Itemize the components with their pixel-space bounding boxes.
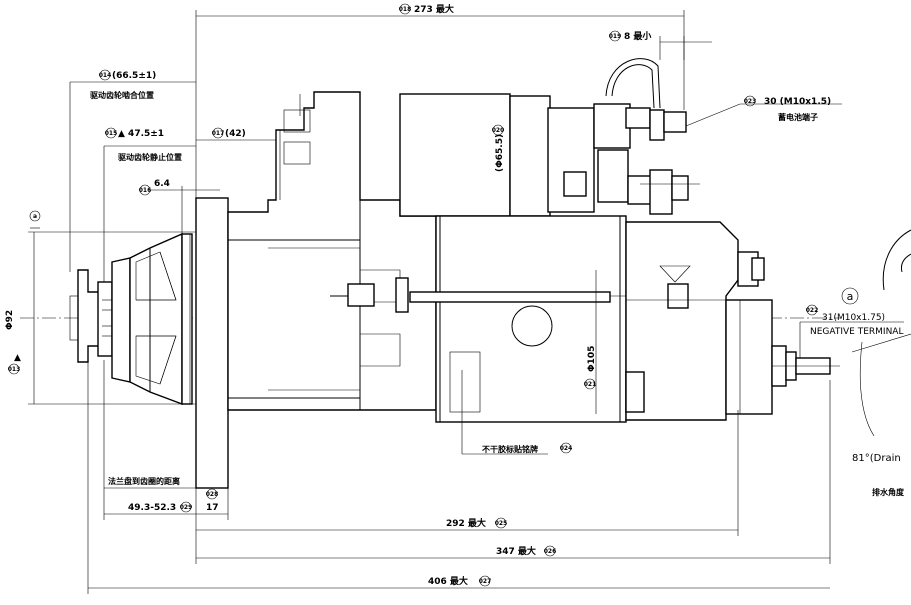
mounting-flange [181, 197, 229, 489]
end-view-fragment [851, 229, 911, 437]
dim-406: 406 最大 [428, 575, 468, 587]
dim-47-5: ▲ 47.5±1 [118, 129, 164, 139]
dim-6-4: 6.4 [154, 179, 170, 189]
balloon-026 [544, 545, 556, 557]
dim-66-5: (66.5±1) [112, 71, 156, 81]
tag-022: 022 [806, 307, 819, 314]
tag-028: 028 [206, 491, 219, 498]
dim-31: 31(M10x1.75) [822, 313, 885, 323]
tag-017: 017 [212, 130, 225, 137]
note-rest: 驱动齿轮静止位置 [118, 152, 182, 162]
balloon-016 [139, 184, 151, 196]
drive-housing [227, 91, 437, 411]
dim-292: 292 最大 [446, 517, 486, 529]
balloon-028 [206, 488, 218, 500]
note-battery-terminal: 蓄电池端子 [778, 112, 818, 122]
dim-92: Φ92 [5, 310, 15, 330]
nameplate-note: 不干胶标贴铭牌 [482, 444, 538, 454]
datum-triangle: ▲ [14, 353, 21, 363]
tag-016: 016 [139, 187, 152, 194]
datum-balloon-a [841, 287, 859, 305]
balloon-017 [212, 127, 224, 139]
balloon-018 [399, 3, 411, 15]
dimension-lines [28, 10, 904, 594]
tag-014: 014 [99, 72, 112, 79]
tag-021: 021 [584, 381, 597, 388]
motor-body [20, 58, 911, 489]
tag-024: 024 [560, 445, 573, 452]
drain-note: 排水角度 [872, 487, 905, 497]
commutator-end-housing [625, 221, 773, 421]
dim-65-5: (Φ65.5) [495, 134, 505, 172]
tag-025: 025 [495, 520, 508, 527]
negative-terminal-stud [771, 345, 840, 387]
balloon-024 [560, 442, 572, 454]
drain-angle: 81°(Drain [852, 453, 901, 464]
balloon-019 [609, 30, 621, 42]
dim-347: 347 最大 [496, 545, 536, 557]
tag-027: 027 [479, 578, 492, 585]
balloon-022 [806, 304, 818, 316]
tag-018: 018 [399, 6, 412, 13]
balloon-023 [744, 95, 756, 107]
dim-49-3: 49.3-52.3 [128, 503, 176, 513]
dim-30: 30 (M10x1.5) [764, 97, 831, 107]
tag-015: 015 [105, 130, 118, 137]
field-frame [409, 215, 627, 423]
balloon-015 [105, 127, 117, 139]
balloon-021 [584, 378, 596, 390]
pinion-assembly [69, 257, 131, 383]
dim-42: (42) [225, 129, 246, 139]
balloon-013 [8, 363, 20, 375]
datum-a-label: a [847, 290, 854, 303]
nose-housing [129, 232, 183, 406]
balloon-020 [492, 124, 504, 136]
balloon-014 [99, 69, 111, 81]
balloon-027 [479, 575, 491, 587]
tag-026: 026 [544, 548, 557, 555]
note-engaged: 驱动齿轮啮合位置 [90, 90, 154, 100]
dim-105: Φ105 [587, 346, 597, 372]
tag-013: 013 [8, 366, 21, 373]
balloon-025 [495, 517, 507, 529]
tag-020: 020 [492, 127, 505, 134]
balloon-029 [180, 501, 192, 513]
dim-17: 17 [206, 503, 219, 513]
datum-balloon-left [29, 210, 41, 222]
dim-273: 273 最大 [414, 3, 454, 15]
datum-left-label: a [33, 213, 37, 220]
labels: 018 273 最大 019 8 最小 014 (66.5±1) 驱动齿轮啮合位… [5, 3, 905, 587]
note-negative-terminal: NEGATIVE TERMINAL [810, 327, 903, 337]
tag-029: 029 [180, 504, 193, 511]
flange-note: 法兰盘到齿圈的距离 [108, 476, 180, 486]
tag-019: 019 [609, 33, 622, 40]
tag-023: 023 [744, 98, 757, 105]
dim-8-min: 8 最小 [624, 30, 651, 42]
